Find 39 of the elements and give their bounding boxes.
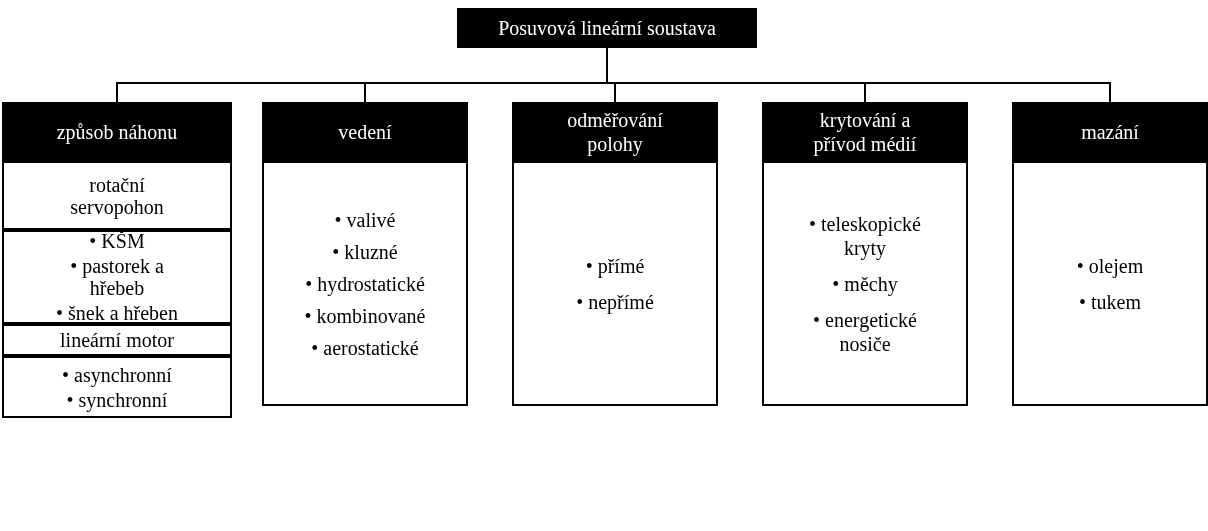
category-header-box <box>1012 102 1208 161</box>
list-box <box>2 230 232 324</box>
list-box <box>512 161 718 406</box>
list-item: • kluzné <box>331 239 399 264</box>
list-item: • tukem <box>1078 289 1142 314</box>
list-box <box>762 161 968 406</box>
category-header-box <box>762 102 968 161</box>
list-item: • měchy <box>831 271 899 296</box>
list-item: • teleskopické kryty <box>808 211 922 260</box>
list-item: • KŠM <box>88 230 146 252</box>
category-header-box <box>262 102 468 161</box>
list-item: • aerostatické <box>310 335 420 360</box>
category-header-box <box>2 102 232 161</box>
list-item: • kombinované <box>303 303 427 328</box>
list-item: • hydrostatické <box>304 271 426 296</box>
list-item: • šnek a hřeben <box>55 302 179 324</box>
category-label: způsob náhonu <box>55 120 179 143</box>
list-item: • pastorek a hřebeb <box>69 255 165 299</box>
list-item: • valivé <box>333 207 397 232</box>
list-box <box>1012 161 1208 406</box>
title-box <box>457 8 757 48</box>
subcategory-label: lineární motor <box>59 329 175 351</box>
list-item: • přímé <box>584 253 646 278</box>
list-item: • olejem <box>1075 253 1145 278</box>
category-label: mazání <box>1080 119 1140 144</box>
list-item: • synchronní <box>65 388 169 411</box>
list-item: • energetické nosiče <box>812 307 918 356</box>
subcategory-box <box>2 324 232 356</box>
list-box <box>262 161 468 406</box>
category-label: krytování a přívod médií <box>812 107 918 156</box>
list-box <box>2 356 232 418</box>
title-text: Posuvová lineární soustava <box>497 17 717 39</box>
category-label: vedení <box>337 119 393 144</box>
list-item: • nepřímé <box>575 289 655 314</box>
category-label: odměřování polohy <box>566 107 664 156</box>
subcategory-label: rotační servopohon <box>69 173 165 218</box>
list-item: • asynchronní <box>61 363 173 386</box>
subcategory-box <box>2 161 232 230</box>
category-header-box <box>512 102 718 161</box>
